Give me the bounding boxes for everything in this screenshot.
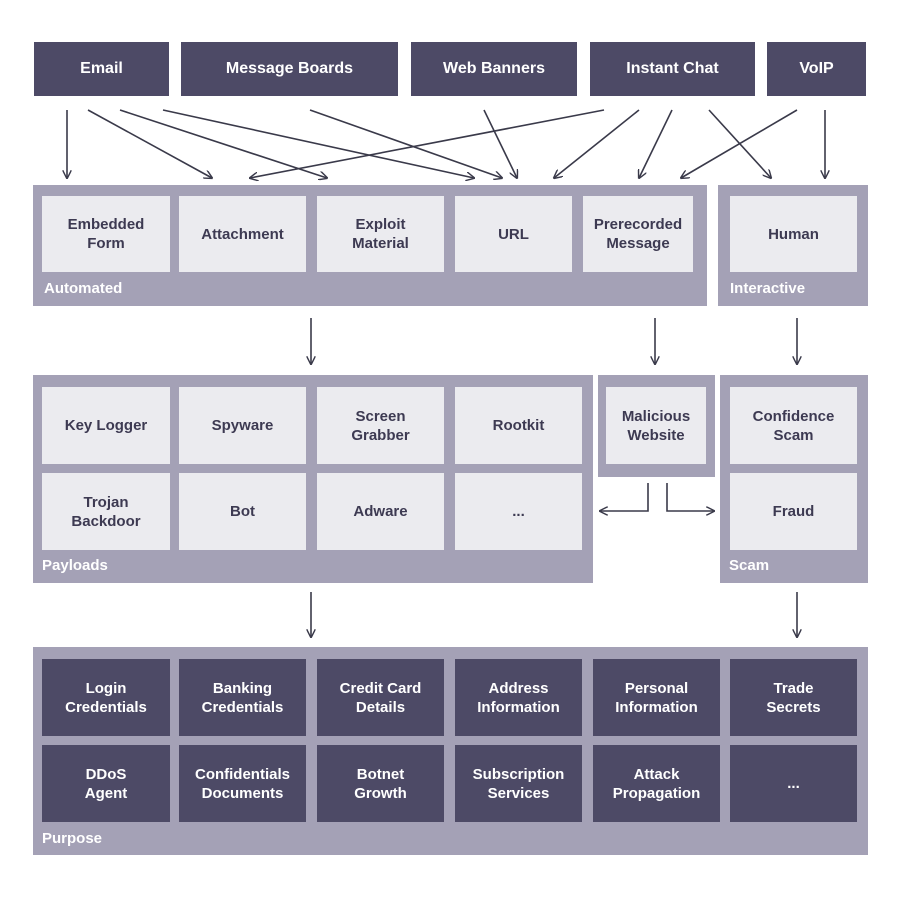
payload-rootkit: Rootkit <box>455 387 582 464</box>
purpose-attack-propagation: Attack Propagation <box>593 745 720 822</box>
source-message-boards: Message Boards <box>181 42 398 96</box>
arrow-chat-prerecorded <box>639 109 673 178</box>
arrow-email-url <box>162 109 474 178</box>
vector-url: URL <box>455 196 572 272</box>
source-web-banners: Web Banners <box>411 42 577 96</box>
arrow-voip-prerecorded <box>681 109 798 178</box>
purpose-label: Purpose <box>42 830 103 847</box>
payload-more: ... <box>455 473 582 550</box>
payload-screen-grabber: Screen Grabber <box>317 387 444 464</box>
arrow-chat-human <box>708 109 771 178</box>
payloads-label: Payloads <box>42 557 108 574</box>
purpose-subscription-services: Subscription Services <box>455 745 582 822</box>
purpose-ddos-agent: DDoS Agent <box>42 745 170 822</box>
payload-bot: Bot <box>179 473 306 550</box>
interactive-label: Interactive <box>730 280 806 297</box>
arrow-chat-attachment <box>250 109 605 178</box>
purpose-confidentials-documents: Confidentials Documents <box>179 745 306 822</box>
scam-label: Scam <box>729 557 770 574</box>
purpose-panel <box>33 647 868 855</box>
payload-key-logger: Key Logger <box>42 387 170 464</box>
vector-prerecorded-message: Prerecorded Message <box>583 196 693 272</box>
purpose-login-credentials: Login Credentials <box>42 659 170 736</box>
arrow-banners-url <box>483 109 517 178</box>
scam-confidence: Confidence Scam <box>730 387 857 464</box>
arrow-malicious-scam <box>666 483 714 511</box>
purpose-personal-information: Personal Information <box>593 659 720 736</box>
arrow-email-attachment <box>87 109 212 178</box>
payload-trojan-backdoor: Trojan Backdoor <box>42 473 170 550</box>
arrow-chat-url <box>554 109 640 178</box>
purpose-address-information: Address Information <box>455 659 582 736</box>
source-voip: VoIP <box>767 42 866 96</box>
scam-fraud: Fraud <box>730 473 857 550</box>
purpose-more: ... <box>730 745 857 822</box>
source-instant-chat: Instant Chat <box>590 42 755 96</box>
arrow-email-exploit <box>119 109 327 178</box>
purpose-credit-card-details: Credit Card Details <box>317 659 444 736</box>
purpose-banking-credentials: Banking Credentials <box>179 659 306 736</box>
vector-exploit-material: Exploit Material <box>317 196 444 272</box>
arrow-boards-url <box>309 109 502 178</box>
payload-adware: Adware <box>317 473 444 550</box>
vector-attachment: Attachment <box>179 196 306 272</box>
purpose-trade-secrets: Trade Secrets <box>730 659 857 736</box>
payload-spyware: Spyware <box>179 387 306 464</box>
malicious-website: Malicious Website <box>606 387 706 464</box>
arrow-malicious-payloads <box>600 483 649 511</box>
purpose-botnet-growth: Botnet Growth <box>317 745 444 822</box>
vector-human: Human <box>730 196 857 272</box>
source-email: Email <box>34 42 169 96</box>
automated-label: Automated <box>44 280 123 297</box>
vector-embedded-form: Embedded Form <box>42 196 170 272</box>
